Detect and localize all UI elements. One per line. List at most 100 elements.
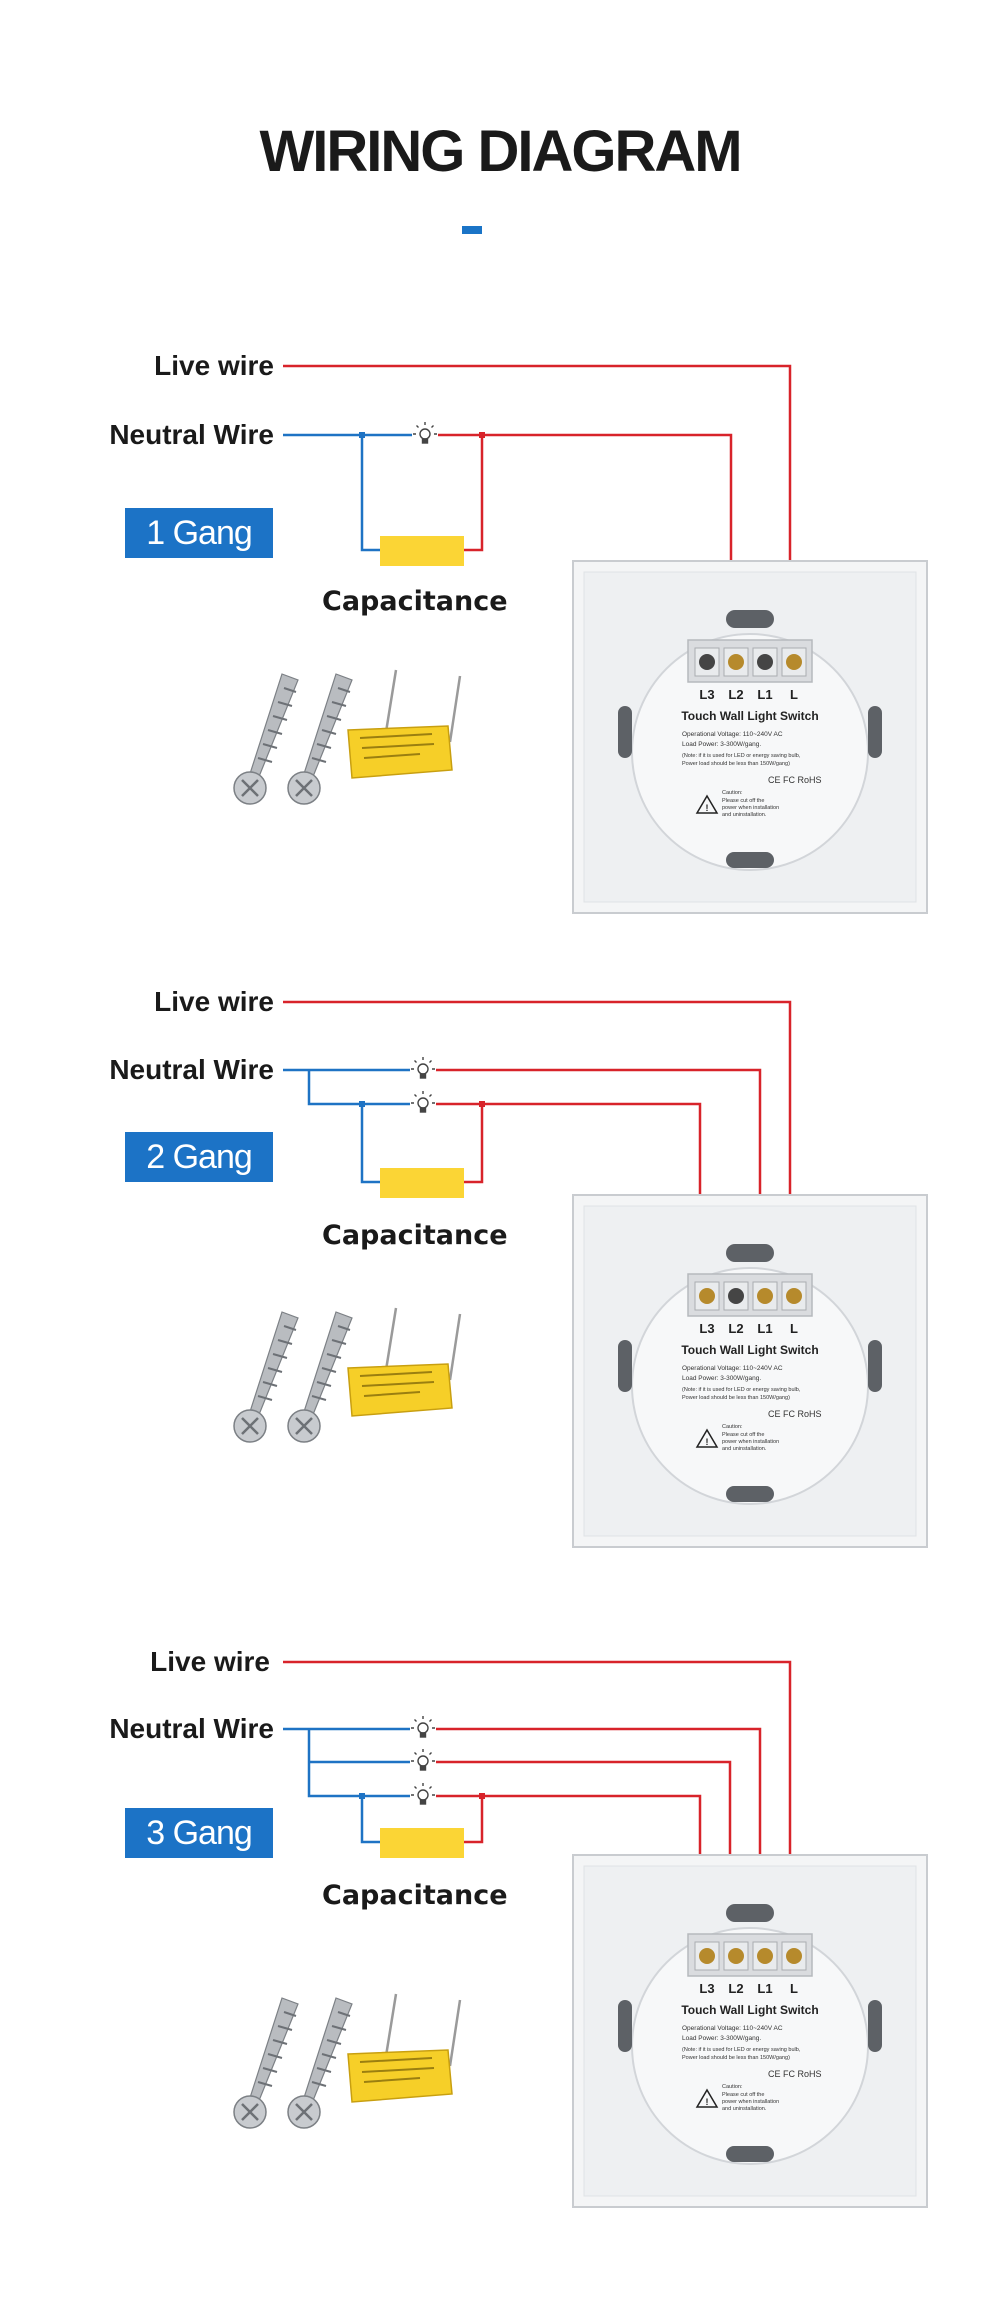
spec-line-1: Operational Voltage: 110~240V AC bbox=[682, 2025, 783, 2032]
load-junction bbox=[479, 432, 485, 438]
capacitance-label: Capacitance bbox=[322, 1220, 508, 1251]
live-wire-label: Live wire bbox=[150, 1646, 270, 1677]
section-3-gang: Live wire Neutral Wire 3 Gang Capacitanc… bbox=[0, 1612, 1000, 2252]
spec-line-4: Power load should be less than 150W/gang… bbox=[682, 2055, 790, 2061]
caution-line-3: and uninstallation. bbox=[722, 812, 767, 818]
capacitor-load-branch bbox=[462, 435, 484, 552]
terminal-label-l2: L2 bbox=[728, 1321, 743, 1336]
neutral-wire-label: Neutral Wire bbox=[109, 1054, 274, 1085]
svg-text:!: ! bbox=[706, 1437, 709, 1447]
capacitor-load-branch bbox=[462, 1796, 484, 1844]
caution-line-2: power when installation bbox=[722, 2099, 779, 2105]
terminal-label-l: L bbox=[790, 1321, 798, 1336]
neutral-wire-label: Neutral Wire bbox=[109, 419, 274, 450]
caution-line-1: Please cut off the bbox=[722, 798, 764, 804]
wall-switch-back: L3 L2 L1 L Touch Wall Light Switch Opera… bbox=[572, 560, 928, 914]
terminal-label-l3: L3 bbox=[699, 1321, 714, 1336]
accessories-screws-capacitor bbox=[220, 666, 480, 816]
load-junction bbox=[479, 1101, 485, 1107]
light-bulb-icon bbox=[411, 1091, 435, 1113]
neutral-junction bbox=[359, 1793, 365, 1799]
capacitor-icon bbox=[380, 1168, 464, 1198]
terminal-label-l1: L1 bbox=[757, 1321, 772, 1336]
caution-title: Caution: bbox=[722, 1424, 743, 1430]
accessories-screws-capacitor bbox=[220, 1304, 480, 1454]
capacitor-icon bbox=[380, 536, 464, 566]
warning-icon bbox=[695, 2088, 719, 2108]
gang-badge-2: 2 Gang bbox=[125, 1132, 273, 1182]
product-name: Touch Wall Light Switch bbox=[681, 2003, 818, 2017]
screw-icon bbox=[233, 1997, 299, 2129]
spec-line-2: Load Power: 3-300W/gang. bbox=[682, 2035, 761, 2042]
light-bulb-icon bbox=[411, 1783, 435, 1805]
terminal-label-l1: L1 bbox=[757, 1981, 772, 1996]
spec-line-1: Operational Voltage: 110~240V AC bbox=[682, 731, 783, 738]
terminal-label-l: L bbox=[790, 687, 798, 702]
caution-title: Caution: bbox=[722, 2084, 743, 2090]
spec-line-3: (Note: if it is used for LED or energy s… bbox=[682, 753, 801, 759]
spec-line-2: Load Power: 3-300W/gang. bbox=[682, 1375, 761, 1382]
light-bulb-icon bbox=[413, 422, 437, 444]
terminal-label-l2: L2 bbox=[728, 1981, 743, 1996]
screw-icon bbox=[233, 1311, 299, 1443]
spec-line-1: Operational Voltage: 110~240V AC bbox=[682, 1365, 783, 1372]
neutral-capacitor-branch bbox=[360, 1796, 380, 1844]
neutral-junction bbox=[359, 1101, 365, 1107]
live-wire-label: Live wire bbox=[154, 350, 274, 381]
title-accent-dash bbox=[462, 226, 482, 234]
wall-switch-back: L3 L2 L1 L Touch Wall Light Switch Opera… bbox=[572, 1854, 928, 2208]
terminal-label-l3: L3 bbox=[699, 1981, 714, 1996]
gang-badge-1: 1 Gang bbox=[125, 508, 273, 558]
light-bulb-icon bbox=[411, 1057, 435, 1079]
spec-line-3: (Note: if it is used for LED or energy s… bbox=[682, 1387, 801, 1393]
terminal-label-l: L bbox=[790, 1981, 798, 1996]
neutral-junction bbox=[359, 432, 365, 438]
product-name: Touch Wall Light Switch bbox=[681, 709, 818, 723]
capacitor-icon bbox=[347, 669, 462, 779]
live-wire-line bbox=[283, 1000, 792, 1280]
caution-line-2: power when installation bbox=[722, 1439, 779, 1445]
caution-line-3: and uninstallation. bbox=[722, 2106, 767, 2112]
accessories-screws-capacitor bbox=[220, 1990, 480, 2140]
caution-line-1: Please cut off the bbox=[722, 1432, 764, 1438]
svg-text:!: ! bbox=[706, 803, 709, 813]
caution-line-2: power when installation bbox=[722, 805, 779, 811]
warning-icon bbox=[695, 794, 719, 814]
capacitor-icon bbox=[347, 1307, 462, 1417]
section-1-gang: Live wire Neutral Wire 1 Gang Capacitanc… bbox=[0, 320, 1000, 960]
screw-icon bbox=[287, 1311, 353, 1443]
screw-icon bbox=[287, 1997, 353, 2129]
certification-marks: CE FC RoHS bbox=[768, 775, 822, 785]
terminal-label-l3: L3 bbox=[699, 687, 714, 702]
page-title: WIRING DIAGRAM bbox=[259, 119, 742, 184]
wall-switch-back: L3 L2 L1 L Touch Wall Light Switch Opera… bbox=[572, 1194, 928, 1548]
capacitor-icon bbox=[380, 1828, 464, 1858]
capacitance-label: Capacitance bbox=[322, 1880, 508, 1911]
caution-title: Caution: bbox=[722, 790, 743, 796]
spec-line-4: Power load should be less than 150W/gang… bbox=[682, 761, 790, 767]
caution-line-1: Please cut off the bbox=[722, 2092, 764, 2098]
capacitance-label: Capacitance bbox=[322, 586, 508, 617]
warning-icon bbox=[695, 1428, 719, 1448]
terminal-label-l2: L2 bbox=[728, 687, 743, 702]
neutral-capacitor-branch bbox=[360, 435, 380, 552]
gang-badge-3: 3 Gang bbox=[125, 1808, 273, 1858]
spec-line-4: Power load should be less than 150W/gang… bbox=[682, 1395, 790, 1401]
light-bulb-icon bbox=[411, 1716, 435, 1738]
neutral-capacitor-branch bbox=[360, 1104, 380, 1184]
load-junction bbox=[479, 1793, 485, 1799]
light-bulb-icon bbox=[411, 1749, 435, 1771]
svg-text:!: ! bbox=[706, 2097, 709, 2107]
certification-marks: CE FC RoHS bbox=[768, 1409, 822, 1419]
terminal-label-l1: L1 bbox=[757, 687, 772, 702]
spec-line-3: (Note: if it is used for LED or energy s… bbox=[682, 2047, 801, 2053]
capacitor-icon bbox=[347, 1993, 462, 2103]
capacitor-load-branch bbox=[462, 1104, 484, 1184]
live-wire-line bbox=[283, 364, 792, 640]
certification-marks: CE FC RoHS bbox=[768, 2069, 822, 2079]
spec-line-2: Load Power: 3-300W/gang. bbox=[682, 741, 761, 748]
live-wire-label: Live wire bbox=[154, 986, 274, 1017]
screw-icon bbox=[233, 673, 299, 805]
live-wire-line bbox=[283, 1660, 792, 1942]
product-name: Touch Wall Light Switch bbox=[681, 1343, 818, 1357]
